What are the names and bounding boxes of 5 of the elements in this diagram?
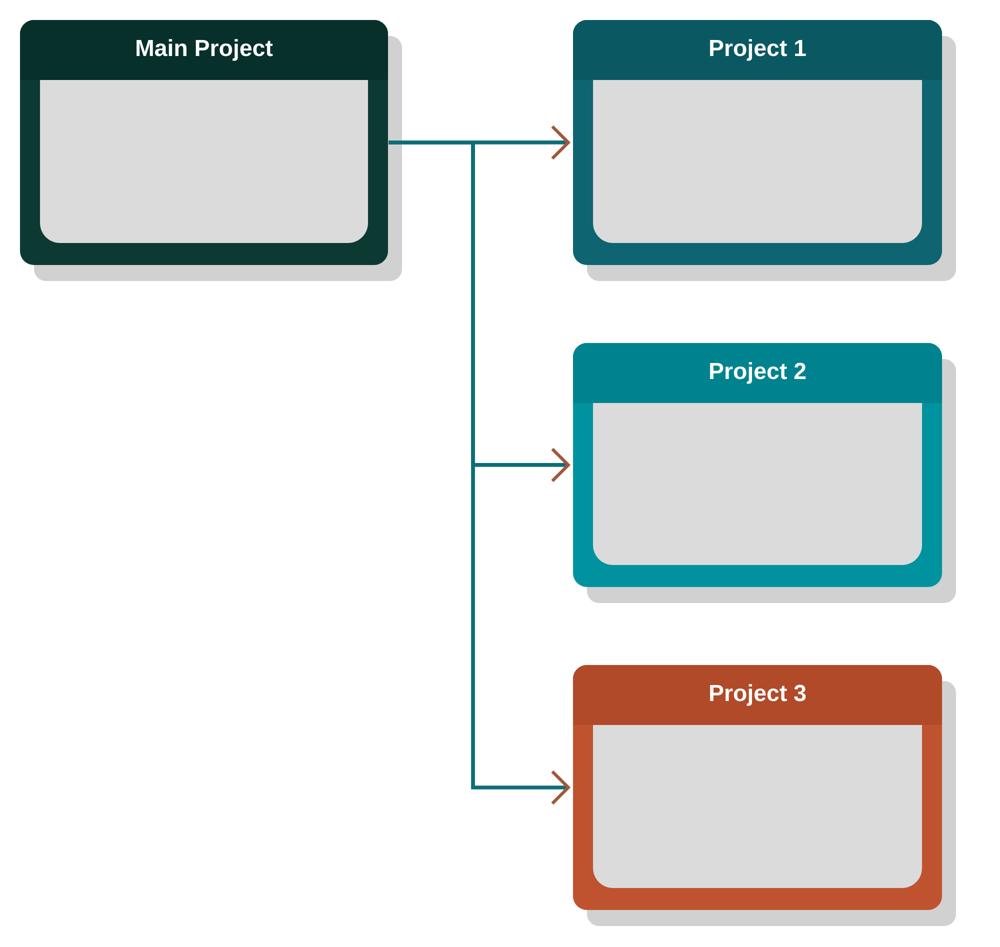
- project-card: Project 1: [573, 20, 956, 281]
- arrow: [388, 140, 571, 805]
- project-card: Project 3: [573, 665, 956, 926]
- project-card: Main Project: [20, 20, 402, 281]
- project-card: Project 2: [573, 343, 956, 603]
